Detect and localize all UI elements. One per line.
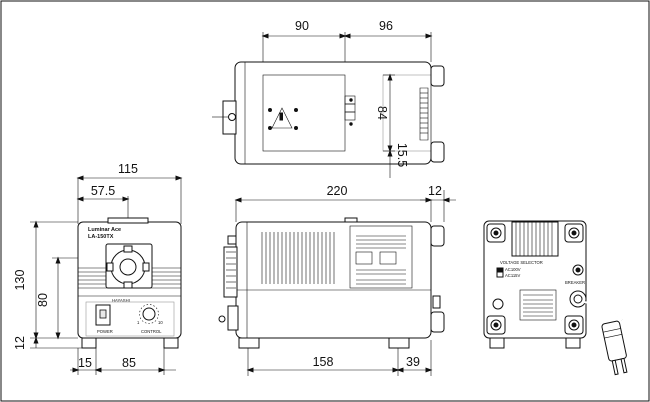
product-name-label: Luminar Ace: [88, 227, 121, 233]
dim-top-bottom-gap: 15.5: [395, 143, 409, 167]
dim-side-rear-foot: 39: [406, 355, 420, 369]
dim-front-mid-height: 80: [36, 293, 50, 307]
dim-top-left-width: 90: [295, 19, 309, 33]
model-label: LA-150TX: [88, 234, 114, 240]
dim-front-width: 115: [118, 162, 138, 176]
dim-front-height: 130: [13, 270, 27, 291]
voltage-selector-label: VOLTAGE SELECTOR: [500, 260, 543, 265]
top-view: 90 96: [212, 19, 445, 178]
dim-top-height: 84: [375, 106, 389, 120]
side-vent-slots: [261, 232, 335, 284]
dim-top-right-width: 96: [379, 19, 393, 33]
control-dial[interactable]: [142, 307, 156, 321]
dim-front-foot-left: 15: [78, 356, 92, 370]
brand-label: HAYASHI: [112, 298, 130, 303]
dial-max-label: 10: [158, 320, 163, 325]
breaker-label: BREAKER: [565, 280, 585, 285]
dim-front-half-width: 57.5: [91, 184, 115, 198]
control-label: CONTROL: [141, 329, 162, 334]
front-view: 115 57.5 Luminar Ace LA-150TX: [13, 162, 183, 375]
rear-view-body: [483, 220, 587, 339]
dim-front-foot-span: 85: [122, 356, 136, 370]
dim-front-foot-height: 12: [13, 336, 27, 350]
power-plug: [601, 320, 628, 376]
dim-side-rear-extension: 12: [428, 184, 442, 198]
warning-triangle-icon: [271, 107, 293, 129]
side-warning-label: [349, 225, 413, 289]
power-cord: [583, 301, 623, 321]
power-label: POWER: [97, 329, 113, 334]
rear-spec-label: [519, 289, 557, 321]
dial-min-label: 1: [137, 320, 140, 325]
light-port-inner: [119, 258, 137, 276]
volt-100-label: AC100V: [505, 267, 521, 272]
side-view: 220 12: [218, 184, 456, 376]
rear-view: VOLTAGE SELECTOR AC100V AC115V BREAKER: [483, 220, 628, 376]
dim-side-foot-span: 158: [313, 355, 334, 369]
rear-heatsink: [511, 221, 559, 257]
volt-115-label: AC115V: [505, 273, 520, 278]
dim-side-length: 220: [327, 184, 348, 198]
